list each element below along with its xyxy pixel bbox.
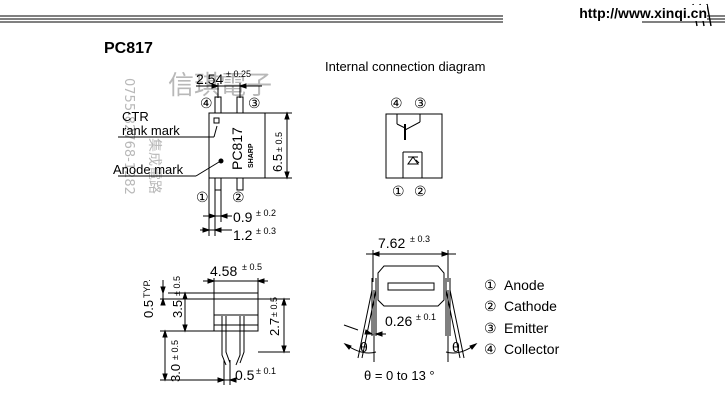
- dim-pitch: 2.54: [196, 71, 223, 87]
- dim-row-span: 7.62: [378, 235, 405, 251]
- dim-height: 6.5: [270, 154, 285, 172]
- anode-mark-label: Anode mark: [113, 162, 184, 177]
- dim-total-h: 2.7: [267, 318, 282, 336]
- dim-side-width: 4.58: [210, 263, 237, 279]
- dim-lead-span-tol: ± 0.3: [256, 226, 276, 236]
- top-pin4-label: ④: [200, 95, 213, 111]
- dim-lead-len-tol: ± 0.5: [170, 340, 180, 360]
- int-pin2-label: ②: [414, 183, 427, 199]
- watermark-sub: 集成電路: [146, 138, 163, 194]
- legend-pin1-num: ①: [484, 277, 497, 293]
- legend-pin4-num: ④: [484, 341, 497, 357]
- top-pin3-label: ③: [248, 95, 261, 111]
- theta-left: θ: [360, 339, 368, 355]
- dim-height-tol: ± 0.5: [274, 132, 284, 152]
- theta-right: θ: [452, 339, 460, 355]
- legend-pin1-name: Anode: [504, 277, 545, 293]
- dim-body-h: 3.5: [170, 300, 185, 318]
- dim-row-span-tol: ± 0.3: [410, 234, 430, 244]
- dim-end-lead-tol: ± 0.1: [416, 312, 436, 322]
- int-pin3-label: ③: [414, 95, 427, 111]
- internal-connection-diagram: [385, 113, 443, 179]
- int-pin4-label: ④: [390, 95, 403, 111]
- dim-typ: 0.5: [141, 300, 156, 318]
- dim-lead-width-tol: ± 0.2: [256, 208, 276, 218]
- pin-legend: ① Anode ② Cathode ③ Emitter ④ Collector: [484, 277, 560, 357]
- legend-pin3-num: ③: [484, 320, 497, 336]
- body-part-text: PC817: [229, 127, 245, 170]
- ctr-label: CTR: [122, 109, 149, 124]
- dim-lead-span: 1.2: [233, 227, 253, 243]
- legend-pin3-name: Emitter: [504, 320, 549, 336]
- theta-range: θ = 0 to 13 °: [364, 368, 435, 383]
- legend-pin4-name: Collector: [504, 341, 560, 357]
- part-title: PC817: [104, 40, 153, 57]
- dim-side-width-tol: ± 0.5: [242, 262, 262, 272]
- top-pin2-label: ②: [232, 189, 245, 205]
- internal-diagram-title: Internal connection diagram: [325, 59, 486, 74]
- dim-lead-len: 3.0: [168, 364, 183, 382]
- dim-typ-suffix: TYP.: [142, 279, 152, 298]
- dim-lead-thk: 0.5: [235, 367, 255, 383]
- dim-total-h-tol: ± 0.5: [269, 297, 279, 317]
- dim-body-h-tol: ± 0.5: [172, 276, 182, 296]
- legend-pin2-name: Cathode: [504, 298, 557, 314]
- side-view: [160, 278, 290, 385]
- watermark-phone: 0755-82768-1282: [121, 78, 136, 195]
- legend-pin2-num: ②: [484, 298, 497, 314]
- int-pin1-label: ①: [392, 183, 405, 199]
- end-view: [343, 250, 478, 362]
- rank-mark-label: rank mark: [122, 123, 180, 138]
- dim-lead-thk-tol: ± 0.1: [256, 366, 276, 376]
- dim-lead-width: 0.9: [233, 209, 253, 225]
- top-view: [118, 83, 292, 236]
- dim-pitch-tol: ± 0.25: [226, 69, 251, 79]
- site-url: http://www.xinqi.cn: [575, 5, 707, 21]
- dim-end-lead: 0.26: [385, 313, 412, 329]
- top-pin1-label: ①: [196, 189, 209, 205]
- brand-text: SHARP: [248, 143, 255, 168]
